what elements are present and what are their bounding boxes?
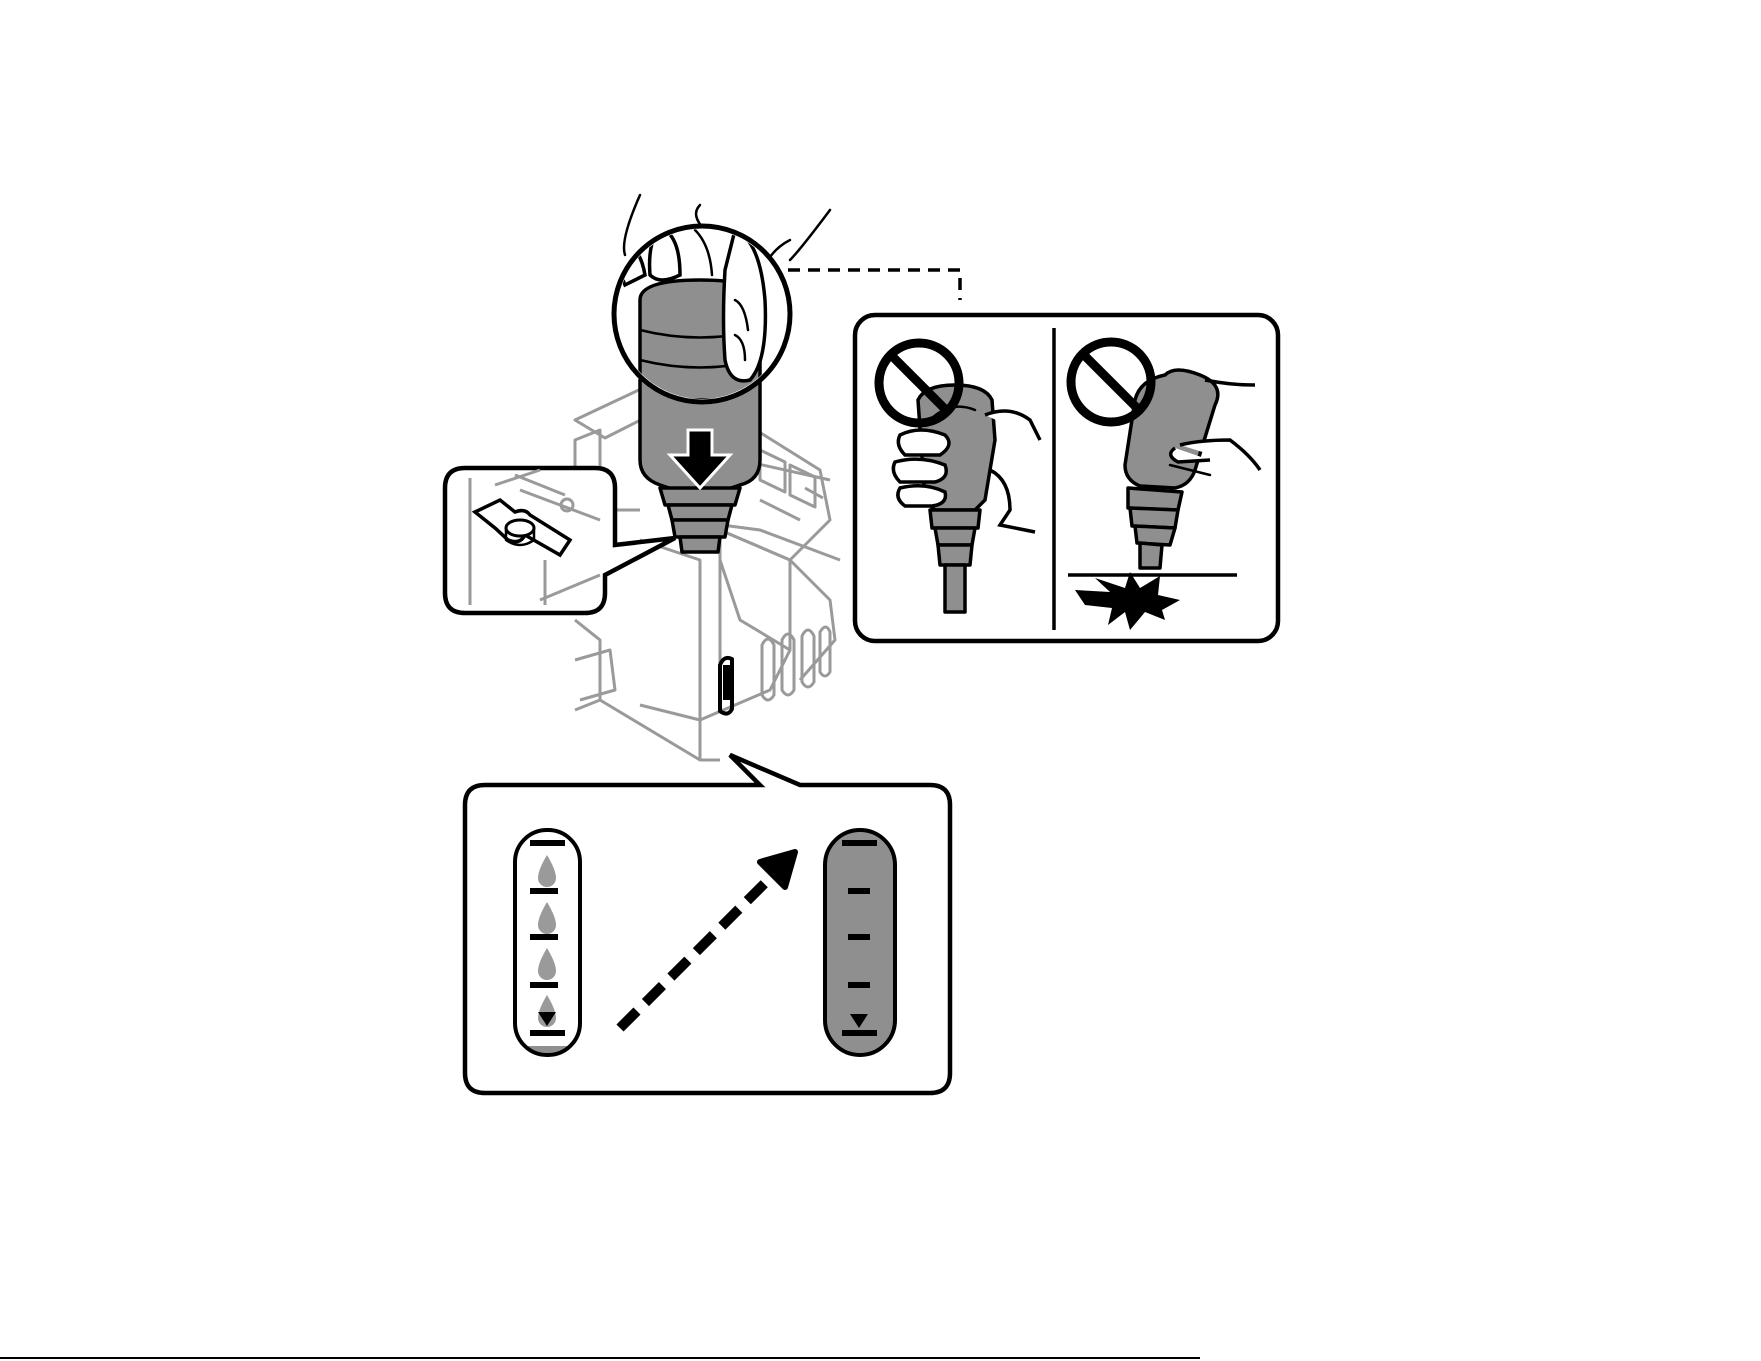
ink-level-panel [465,755,950,1093]
gauge-before [515,830,580,1055]
gauge-after [825,830,895,1055]
magnifier-circle [614,226,790,402]
callout-holder-detail [445,468,675,613]
warning-panel [855,315,1278,641]
dashed-connector [788,270,960,300]
